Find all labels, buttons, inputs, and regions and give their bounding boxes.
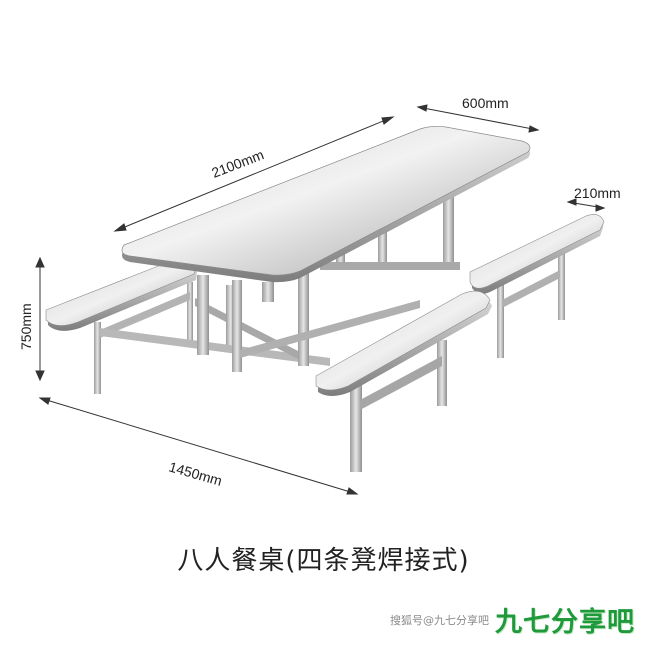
- watermark-small-text: 搜狐号@九七分享吧: [390, 613, 489, 627]
- bench-back-right: [469, 214, 605, 358]
- dim-height-label: 750mm: [18, 303, 34, 350]
- bench-front: [315, 290, 492, 472]
- dimension-lines: [35, 104, 606, 495]
- bench-back-left: [45, 260, 197, 394]
- dim-width-label: 600mm: [462, 95, 509, 111]
- product-caption: 八人餐桌(四条凳焊接式): [177, 546, 470, 576]
- dim-span-label: 1450mm: [167, 459, 224, 489]
- table-top: [121, 125, 531, 283]
- table-frame: [100, 188, 460, 372]
- watermark-brand-logo: 九七分享吧: [495, 607, 635, 638]
- watermark: 搜狐号@九七分享吧 九七分享吧: [390, 600, 635, 639]
- dim-length-label: 2100mm: [209, 146, 266, 180]
- dim-bench-width-label: 210mm: [574, 185, 621, 201]
